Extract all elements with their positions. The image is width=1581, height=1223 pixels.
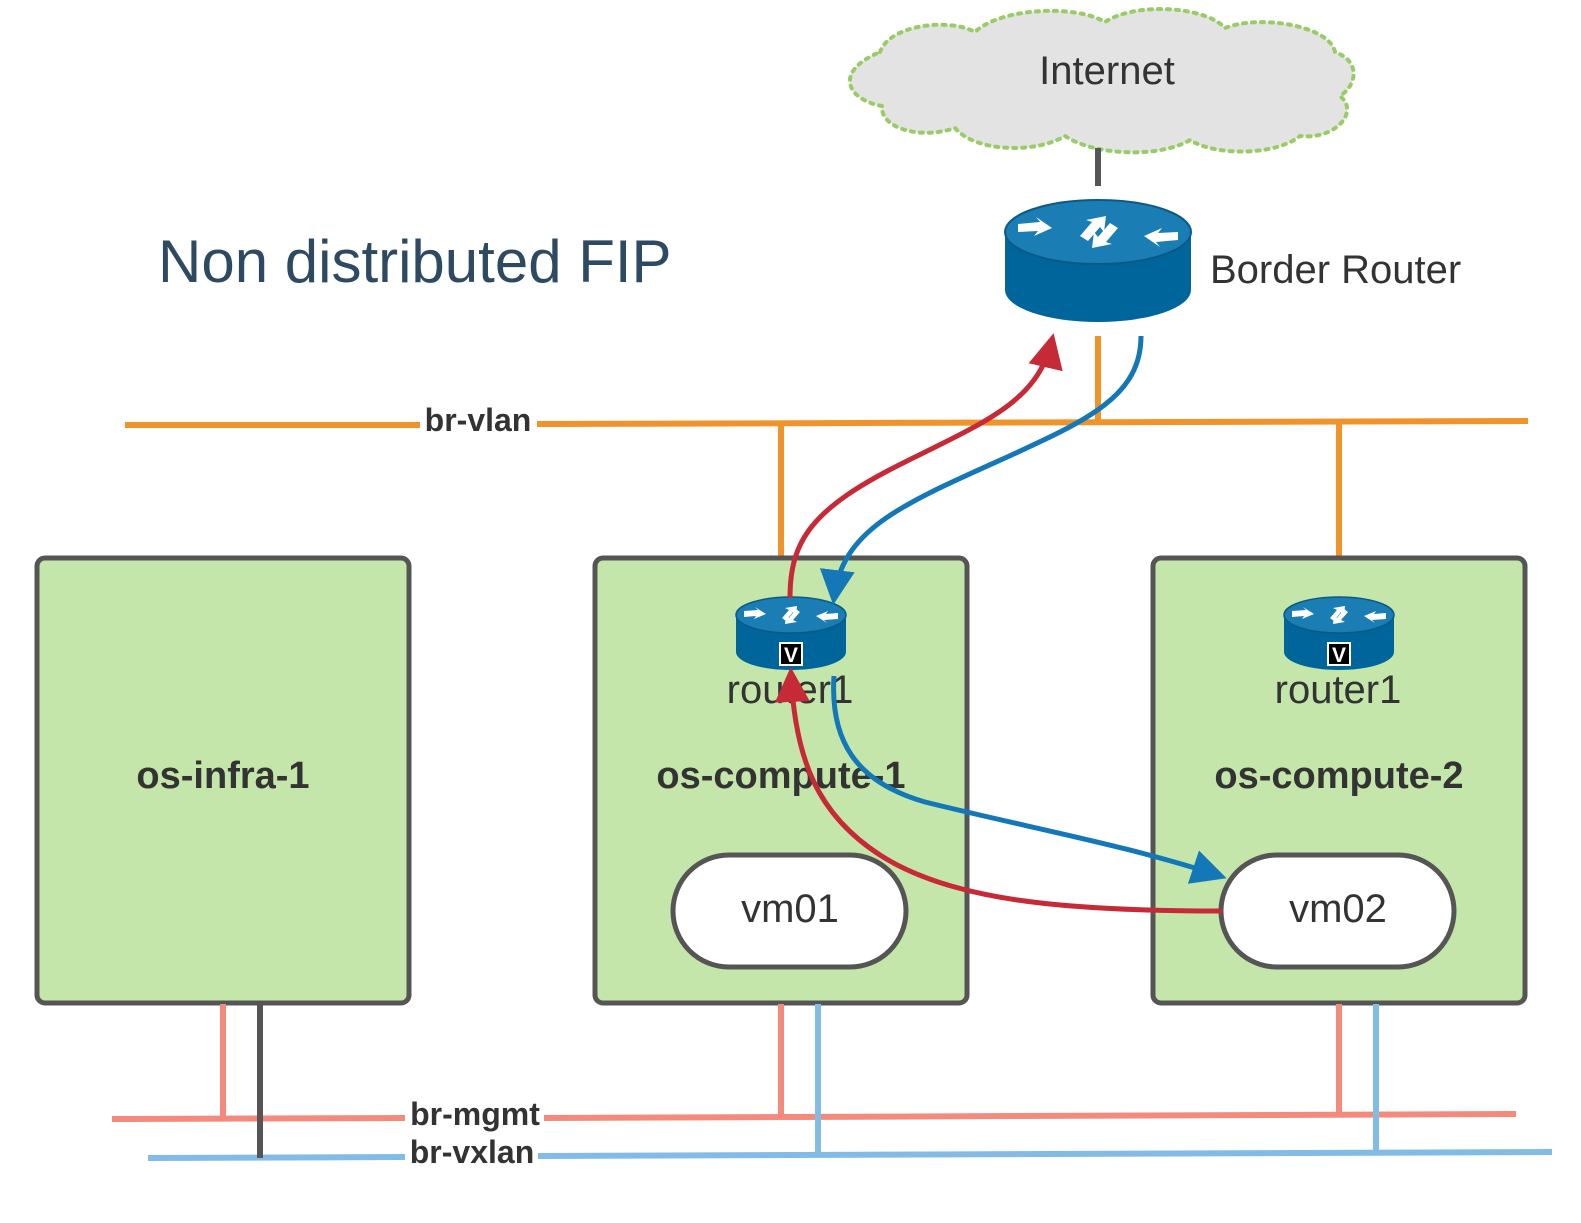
host-name: os-compute-1 xyxy=(656,755,905,797)
br-vxlan-line xyxy=(147,1154,406,1161)
vm02-to-router-flow-arrow xyxy=(774,667,1223,914)
br-mgmt-line xyxy=(543,1111,1517,1121)
ingress-flow-arrow xyxy=(819,335,1144,605)
vm-label: vm01 xyxy=(741,887,839,931)
br-vlan-label: br-vlan xyxy=(425,402,532,438)
router-label: router1 xyxy=(1275,668,1402,712)
host-name: os-compute-2 xyxy=(1214,755,1463,797)
vm-box xyxy=(670,852,909,970)
egress-flow-arrow xyxy=(787,333,1063,599)
virtual-badge: V xyxy=(1332,644,1346,667)
br-vxlan-label: br-vxlan xyxy=(410,1134,534,1170)
virtual-router-icon: V xyxy=(735,596,847,670)
br-mgmt-label: br-mgmt xyxy=(410,1096,540,1132)
br-vxlan-line xyxy=(537,1149,1553,1159)
br-mgmt-bridge: br-mgmt xyxy=(111,1004,1517,1132)
br-vxlan-bridge: br-vxlan xyxy=(147,1004,1553,1170)
virtual-badge-box xyxy=(779,642,803,666)
internet-cloud: Internet xyxy=(847,7,1356,155)
virtual-badge-box xyxy=(1327,642,1351,666)
host-os-compute-1: os-compute-1 vm01 xyxy=(592,555,970,1006)
virtual-router-icon: V xyxy=(1283,596,1395,670)
border-router-label: Border Router xyxy=(1210,248,1461,292)
cloud-shape xyxy=(847,7,1356,155)
host-os-infra-1: os-infra-1 xyxy=(34,555,412,1006)
internet-label: Internet xyxy=(1039,49,1175,93)
host-os-compute-2: os-compute-2 vm02 xyxy=(1150,555,1528,1006)
host-name: os-infra-1 xyxy=(136,755,309,797)
diagram-title: Non distributed FIP xyxy=(158,228,672,295)
border-router-icon xyxy=(1004,199,1192,322)
router-to-vm02-flow-arrow xyxy=(831,675,1227,884)
virtual-badge: V xyxy=(784,644,798,667)
vm-label: vm02 xyxy=(1289,887,1387,931)
br-vlan-line xyxy=(536,418,1529,427)
br-vlan-bridge: br-vlan xyxy=(125,336,1529,558)
